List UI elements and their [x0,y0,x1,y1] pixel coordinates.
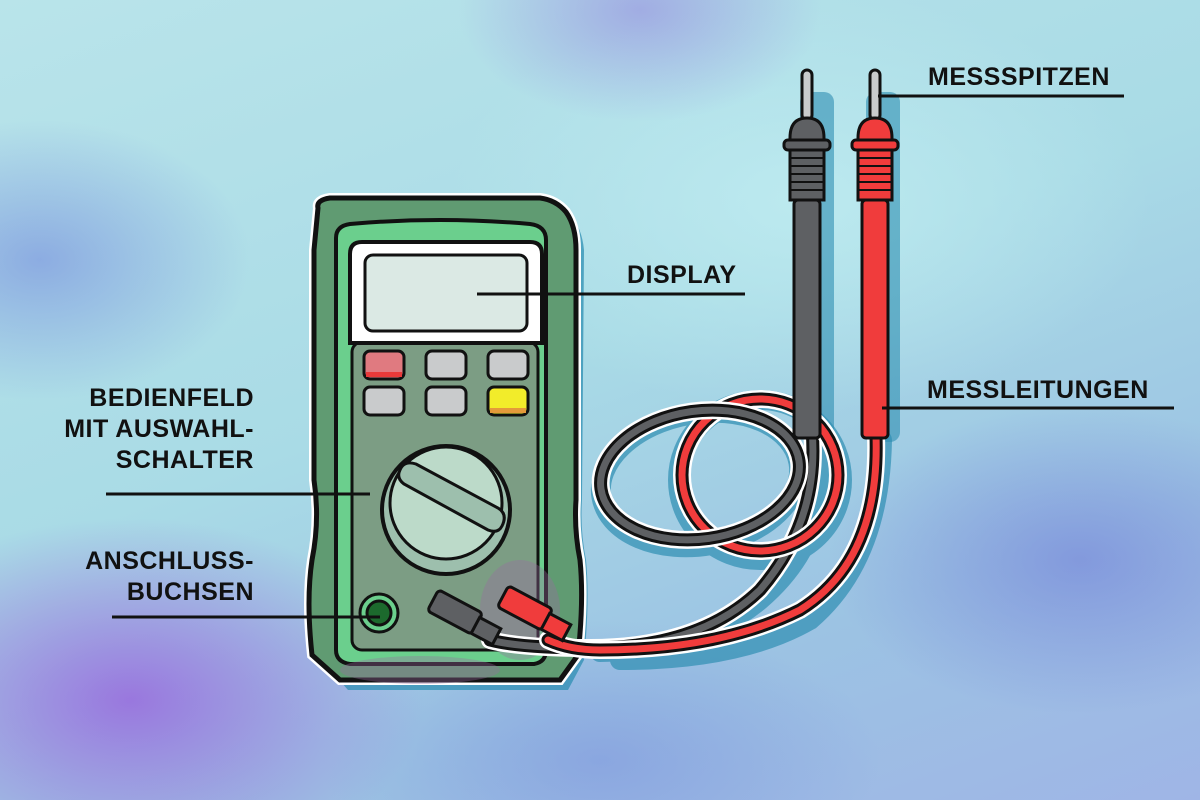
label-bedienfeld-line3: SCHALTER [115,446,254,474]
label-bedienfeld: BEDIENFELD MIT AUSWAHL- SCHALTER [64,383,254,476]
label-bedienfeld-line2: MIT AUSWAHL- [64,415,254,443]
label-anschlussbuchsen: ANSCHLUSS- BUCHSEN [85,546,254,608]
socket [358,592,400,634]
button-grid [362,349,530,417]
probe-red [850,68,900,440]
label-messleitungen: MESSLEITUNGEN [927,376,1149,404]
probe-black [782,68,832,440]
plug-red [497,585,573,643]
leader-lines [106,94,1174,619]
rotary-dial [380,444,512,576]
label-messspitzen: MESSSPITZEN [928,63,1110,91]
label-anschluss-line1: ANSCHLUSS- [85,547,254,575]
plug-black [427,589,503,647]
label-display: DISPLAY [627,261,737,289]
display [348,240,544,345]
label-anschluss-line2: BUCHSEN [126,578,254,606]
test-lead-cables [481,390,886,660]
label-bedienfeld-line1: BEDIENFELD [89,384,254,412]
